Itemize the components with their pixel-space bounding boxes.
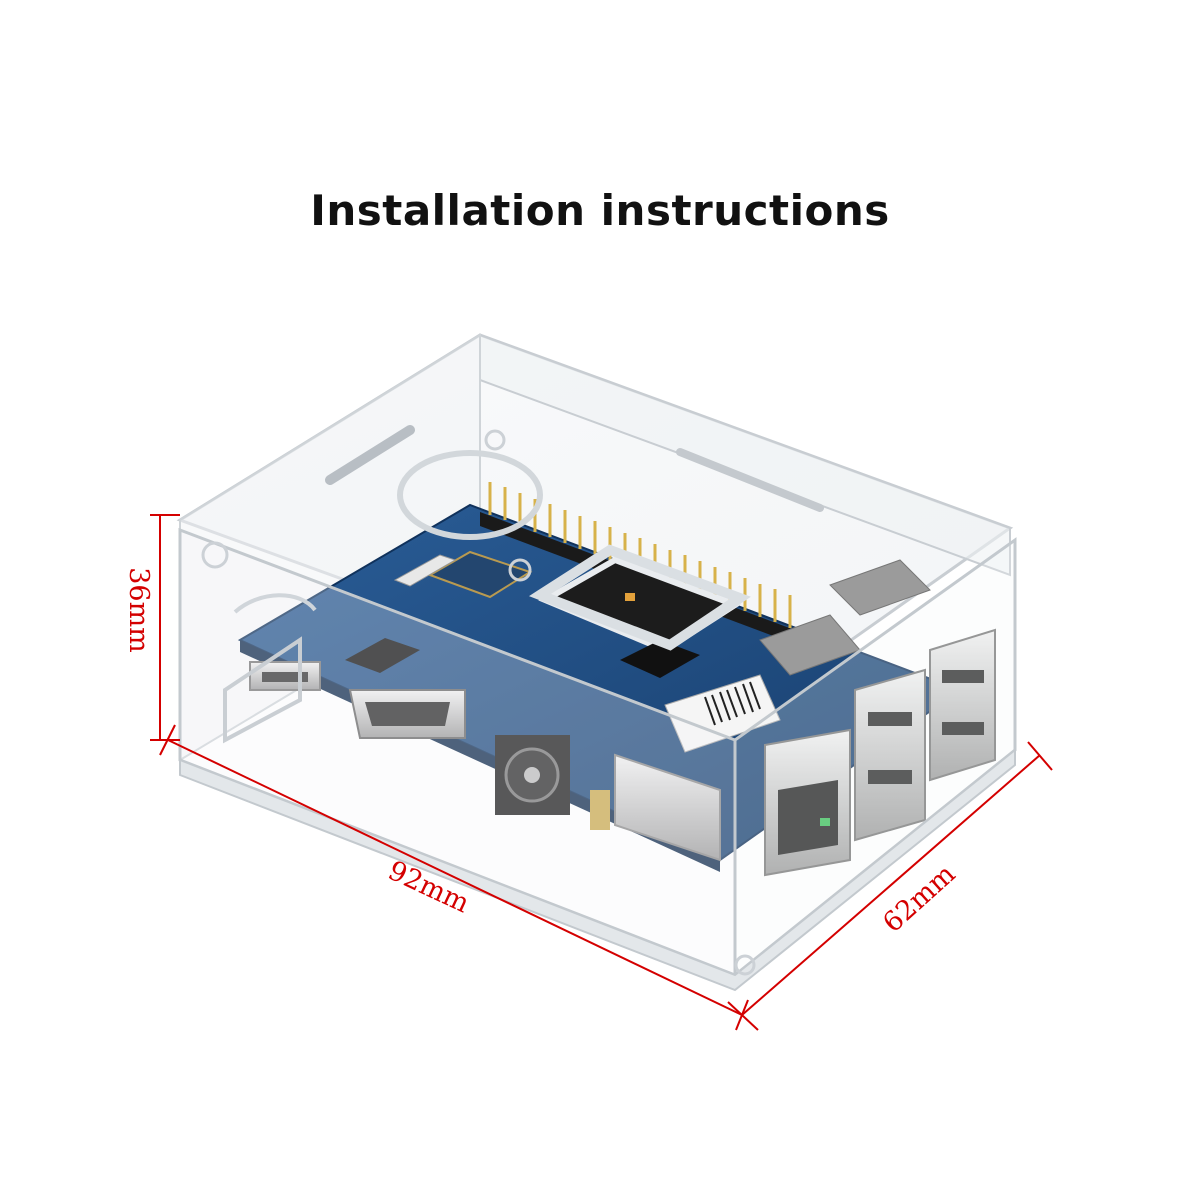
ports — [249, 559, 996, 877]
fan-hole — [397, 450, 543, 540]
dc-power-jack — [495, 735, 570, 815]
width-label: 62mm — [877, 859, 961, 939]
lid-window — [529, 544, 751, 651]
hdmi-port — [348, 689, 466, 739]
antenna-connector-icon — [590, 790, 610, 830]
usb-ports — [759, 559, 996, 842]
acrylic-case-front — [178, 429, 1017, 992]
height-label: 36mm — [123, 567, 154, 653]
micro-usb-port — [249, 661, 321, 691]
ethernet-port — [764, 728, 851, 877]
sd-card-slot — [614, 753, 721, 862]
page-title: Installation instructions — [310, 186, 890, 235]
width-dimension-line — [741, 754, 1041, 1016]
barcode-sticker — [664, 674, 781, 753]
dimension-lines — [150, 514, 1053, 1031]
length-dimension-line — [167, 739, 743, 1016]
